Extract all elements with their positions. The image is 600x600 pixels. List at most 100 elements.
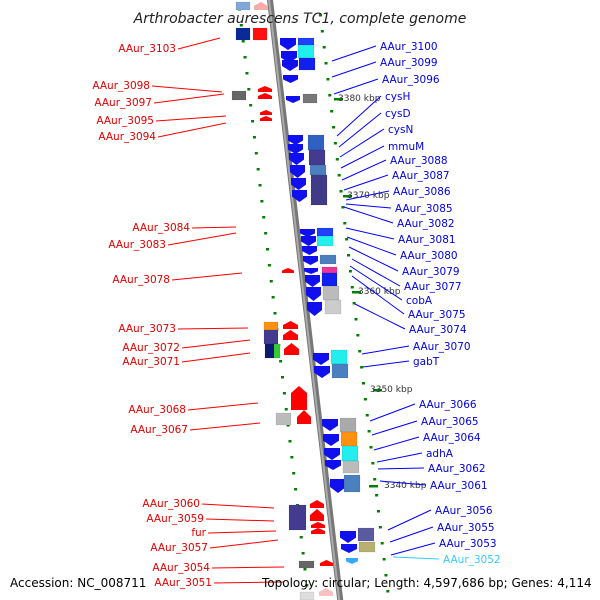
label-leader-line [351, 275, 405, 315]
gene-label-left[interactable]: AAur_3084 [132, 222, 190, 234]
gene-label-right[interactable]: AAur_3086 [393, 186, 451, 198]
tick-mark-right [322, 46, 326, 49]
gene-label-right[interactable]: AAur_3080 [400, 250, 458, 262]
gene-arrow-reverse [322, 419, 338, 431]
tick-mark-left [245, 72, 249, 75]
gene-arrow-reverse [305, 275, 320, 287]
gene-block [358, 541, 376, 553]
gene-label-left[interactable]: AAur_3095 [96, 115, 154, 127]
label-leader-line [331, 45, 377, 62]
tick-mark-left [254, 152, 258, 155]
tick-mark-left [292, 472, 296, 475]
gene-label-right[interactable]: AAur_3056 [435, 505, 493, 517]
gene-label-left[interactable]: AAur_3067 [130, 424, 188, 436]
gene-label-right[interactable]: AAur_3099 [380, 57, 438, 69]
gene-label-left[interactable]: AAur_3083 [108, 239, 166, 251]
gene-arrow-reverse [288, 135, 303, 145]
tick-mark-right [371, 462, 375, 465]
tick-mark-right [375, 494, 379, 497]
gene-label-left[interactable]: AAur_3094 [98, 131, 156, 143]
scale-label: 3350 kbp [370, 385, 413, 395]
gene-label-right[interactable]: cysH [385, 91, 410, 103]
gene-label-left[interactable]: AAur_3078 [112, 274, 170, 286]
label-leader-line [387, 509, 432, 531]
gene-label-right[interactable]: AAur_3052 [443, 554, 501, 566]
gene-arrow-forward [260, 116, 272, 121]
gene-label-right[interactable]: AAur_3061 [430, 480, 488, 492]
gene-label-right[interactable]: adhA [426, 448, 454, 460]
gene-block [321, 272, 338, 287]
gene-block [310, 174, 328, 206]
gene-label-right[interactable]: AAur_3064 [423, 432, 481, 444]
tick-mark-right [332, 126, 336, 129]
label-leader-line [392, 556, 440, 560]
gene-arrow-reverse [282, 60, 298, 71]
gene-label-right[interactable]: AAur_3100 [380, 41, 438, 53]
gene-label-left[interactable]: AAur_3071 [122, 356, 180, 368]
gene-label-left[interactable]: AAur_3068 [128, 404, 186, 416]
gene-label-right[interactable]: AAur_3055 [437, 522, 495, 534]
scale-label: 3340 kbp [384, 481, 427, 491]
gene-label-left[interactable]: AAur_3097 [94, 97, 152, 109]
gene-label-right[interactable]: cysD [385, 108, 411, 120]
gene-label-left[interactable]: AAur_3057 [150, 542, 208, 554]
label-leader-line [157, 122, 227, 138]
label-leader-line [331, 61, 377, 78]
gene-label-left[interactable]: AAur_3072 [122, 342, 180, 354]
tick-mark-left [262, 216, 266, 219]
label-leader-line [389, 526, 434, 543]
gene-block [343, 474, 361, 493]
gene-label-left[interactable]: AAur_3060 [142, 498, 200, 510]
label-leader-line [340, 145, 385, 169]
gene-label-right[interactable]: AAur_3085 [395, 203, 453, 215]
gene-label-right[interactable]: AAur_3082 [397, 218, 455, 230]
gene-arrow-forward [291, 386, 307, 410]
gene-label-right[interactable]: AAur_3070 [413, 341, 471, 353]
gene-label-left[interactable]: AAur_3098 [92, 80, 150, 92]
gene-arrow-reverse [300, 229, 315, 237]
gene-label-right[interactable]: cobA [406, 295, 433, 307]
scale-tick [373, 389, 382, 392]
gene-label-right[interactable]: AAur_3081 [398, 234, 456, 246]
label-leader-line [361, 345, 410, 355]
gene-label-right[interactable]: AAur_3088 [390, 155, 448, 167]
gene-label-right[interactable]: AAur_3053 [439, 538, 497, 550]
gene-label-right[interactable]: AAur_3087 [392, 170, 450, 182]
label-leader-line [345, 190, 390, 201]
gene-label-left[interactable]: AAur_3073 [118, 323, 176, 335]
gene-label-right[interactable]: AAur_3066 [419, 399, 477, 411]
gene-label-right[interactable]: gabT [413, 356, 440, 368]
gene-label-right[interactable]: cysN [388, 124, 413, 136]
gene-label-right[interactable]: AAur_3062 [428, 463, 486, 475]
tick-mark-left [267, 264, 271, 267]
tick-mark-left [294, 488, 298, 491]
gene-label-right[interactable]: mmuM [388, 141, 424, 153]
gene-label-right[interactable]: AAur_3074 [409, 324, 467, 336]
label-leader-line [371, 420, 418, 436]
label-leader-line [181, 352, 251, 363]
label-leader-line [376, 452, 423, 463]
tick-mark-left [256, 168, 260, 171]
gene-arrow-reverse [286, 96, 300, 103]
tick-mark-right [333, 142, 337, 145]
gene-block [330, 349, 348, 365]
gene-label-left[interactable]: AAur_3103 [118, 43, 176, 55]
gene-label-left[interactable]: AAur_3051 [154, 577, 212, 589]
tick-mark-right [347, 254, 351, 257]
gene-block [321, 266, 338, 274]
gene-block [252, 27, 268, 41]
gene-label-right[interactable]: AAur_3079 [402, 266, 460, 278]
gene-label-right[interactable]: AAur_3065 [421, 416, 479, 428]
gene-label-right[interactable]: AAur_3075 [408, 309, 466, 321]
tick-mark-right [348, 270, 352, 273]
label-leader-line [369, 403, 416, 422]
gene-label-left[interactable]: AAur_3054 [152, 562, 210, 574]
gene-label-right[interactable]: AAur_3096 [382, 74, 440, 86]
gene-label-left[interactable]: fur [191, 527, 206, 539]
gene-label-left[interactable]: AAur_3059 [146, 513, 204, 525]
gene-block [298, 57, 316, 71]
gene-label-right[interactable]: AAur_3077 [404, 281, 462, 293]
tick-mark-left [243, 56, 247, 59]
label-leader-line [351, 258, 401, 287]
